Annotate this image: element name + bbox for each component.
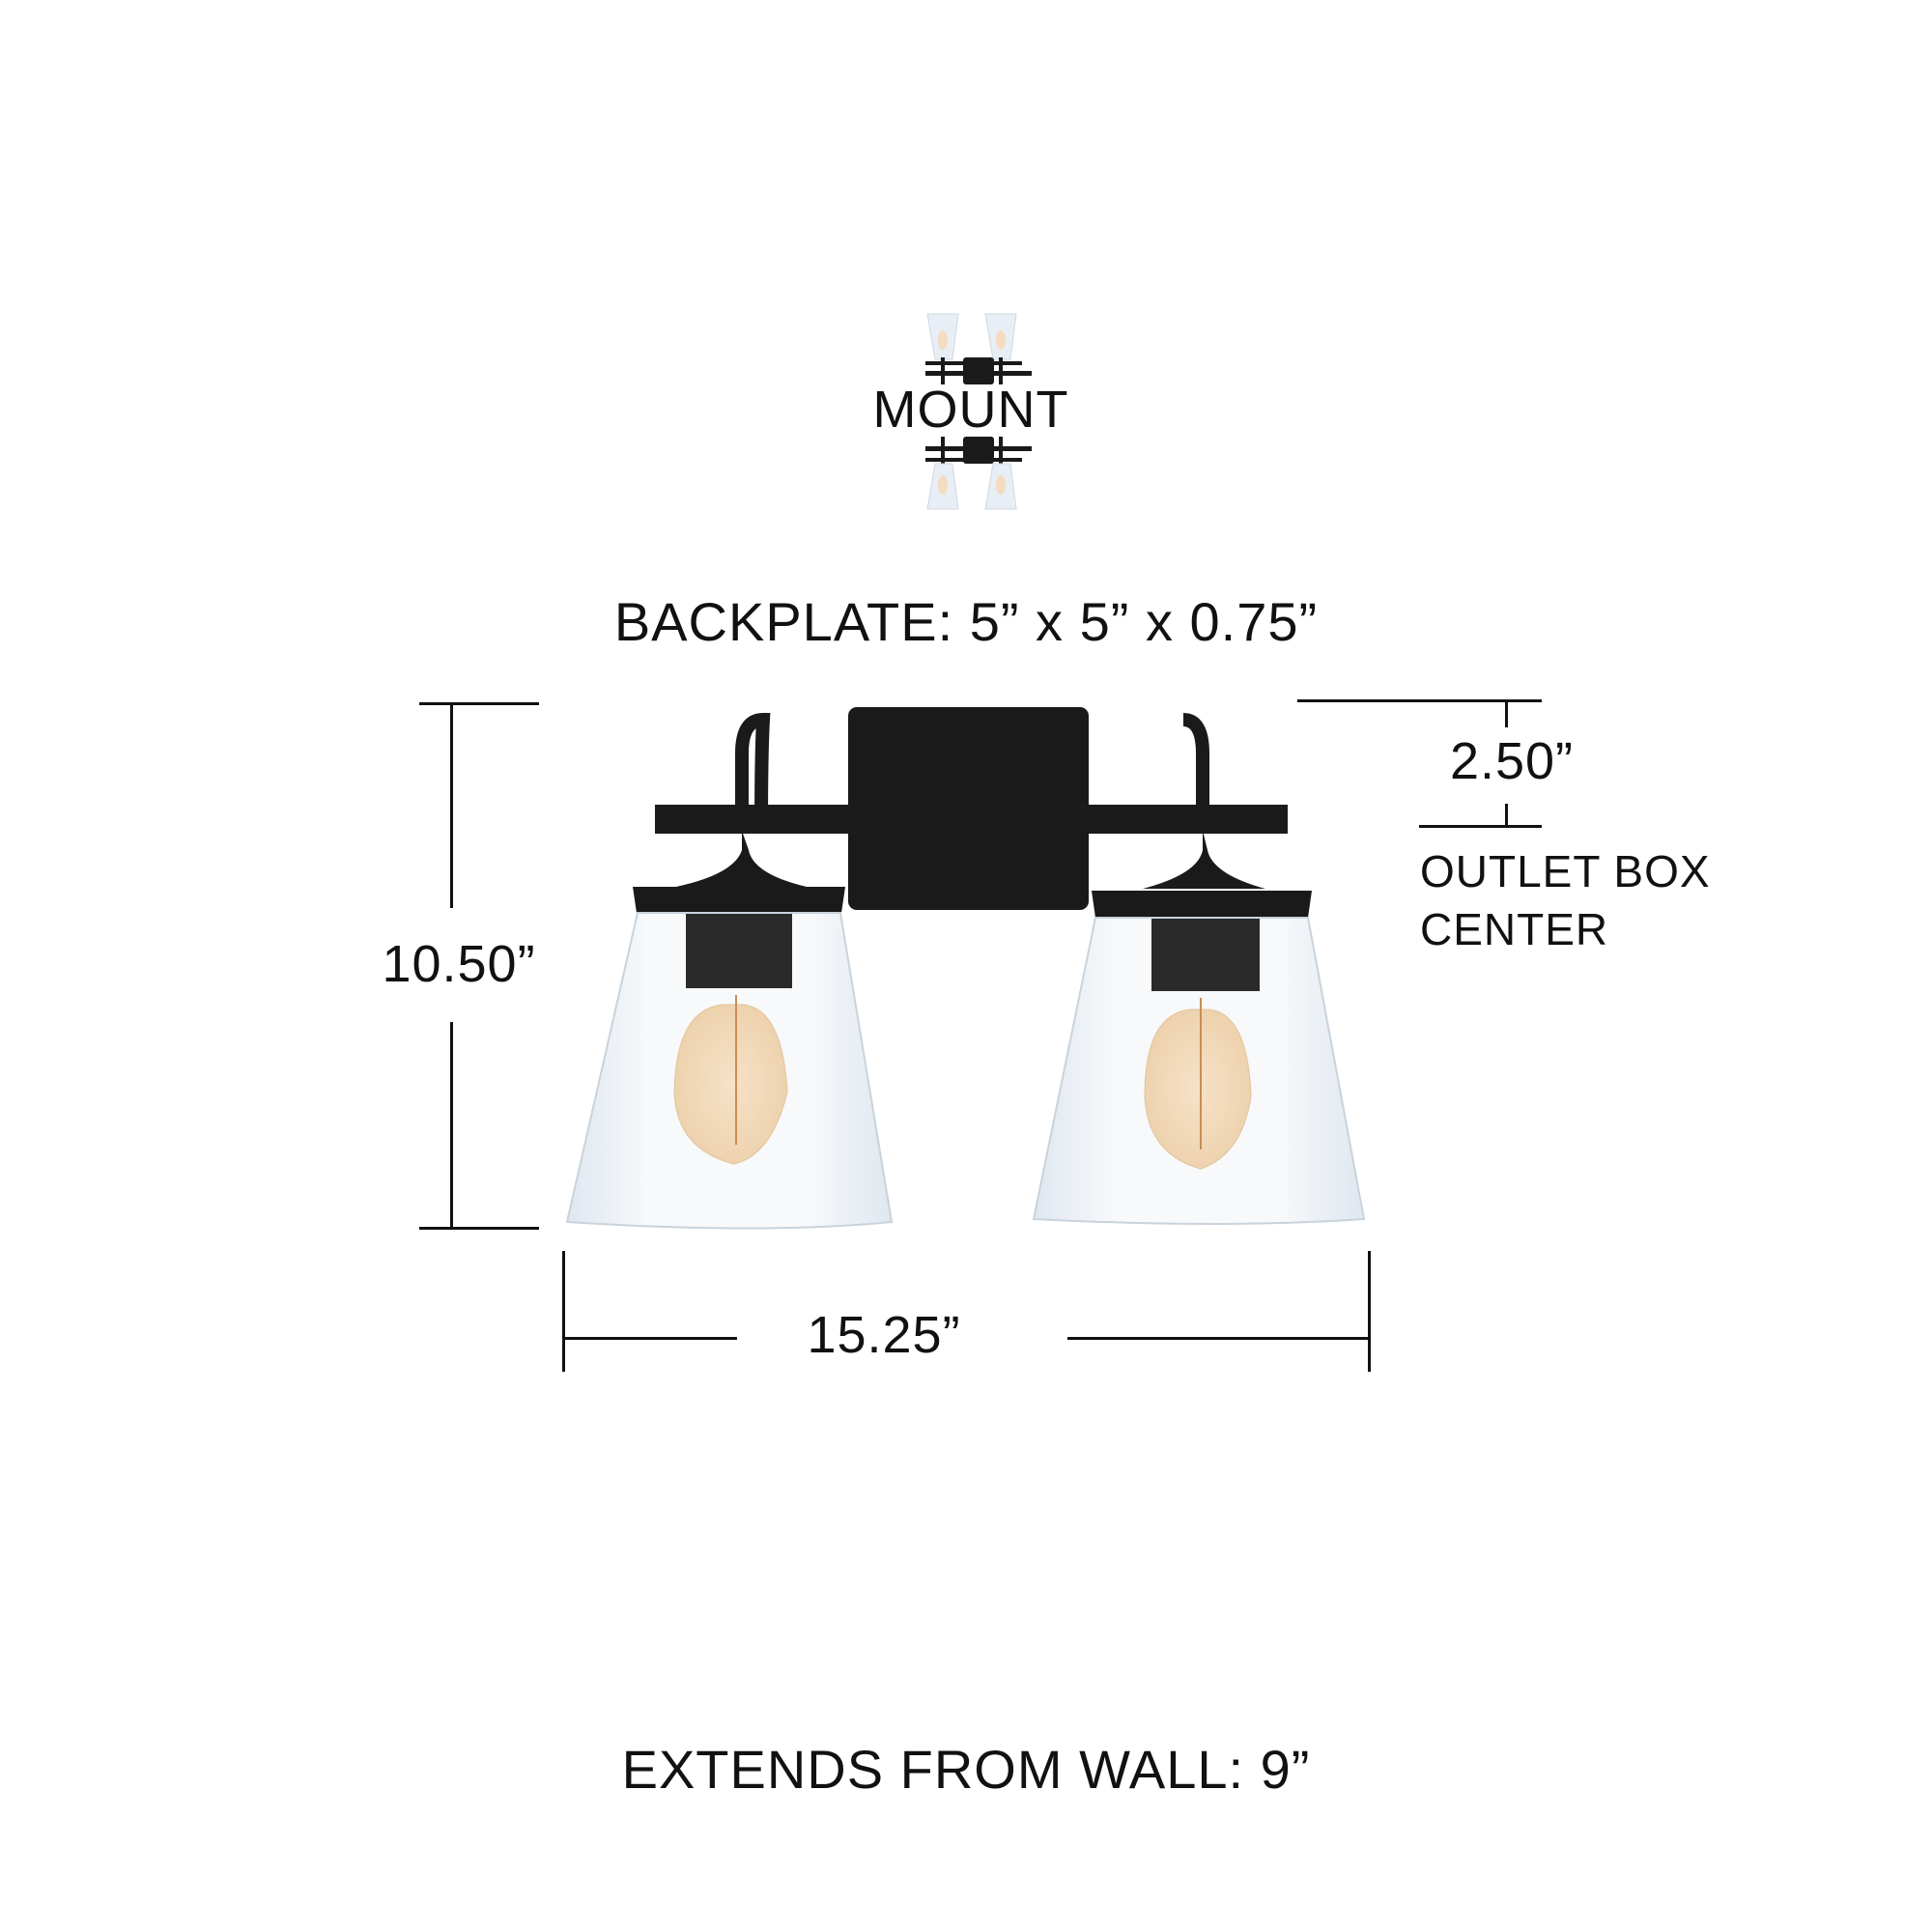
height-dimension-bottom-tick xyxy=(419,1227,539,1230)
fixture-mount-up-icon xyxy=(925,313,1032,384)
width-dimension-right-tick xyxy=(1368,1251,1371,1372)
mount-badge: MOUNT xyxy=(873,311,1067,510)
outlet-box-label-line1: OUTLET BOX xyxy=(1420,846,1711,896)
mount-label: MOUNT xyxy=(872,381,1069,439)
outlet-offset-top-line xyxy=(1297,699,1542,702)
width-dimension-line-right xyxy=(1067,1337,1369,1340)
height-dimension-top-tick xyxy=(419,702,539,705)
outlet-offset-bottom-line xyxy=(1419,825,1542,828)
height-dimension-line-upper xyxy=(450,702,453,908)
outlet-offset-value: 2.50” xyxy=(1449,732,1575,790)
outlet-offset-top-tick xyxy=(1505,701,1508,727)
width-dimension-left-tick xyxy=(562,1251,565,1372)
backplate-dimensions: BACKPLATE: 5” x 5” x 0.75” xyxy=(613,591,1319,652)
fixture-mount-down-icon xyxy=(925,437,1032,510)
outlet-offset-bottom-tick xyxy=(1505,804,1508,827)
extends-from-wall: EXTENDS FROM WALL: 9” xyxy=(621,1739,1311,1800)
width-dimension-line-left xyxy=(563,1337,737,1340)
width-dimension-value: 15.25” xyxy=(807,1306,961,1364)
outlet-box-label-line2: CENTER xyxy=(1420,904,1609,954)
height-dimension-line-lower xyxy=(450,1022,453,1229)
height-dimension-value: 10.50” xyxy=(382,935,536,993)
